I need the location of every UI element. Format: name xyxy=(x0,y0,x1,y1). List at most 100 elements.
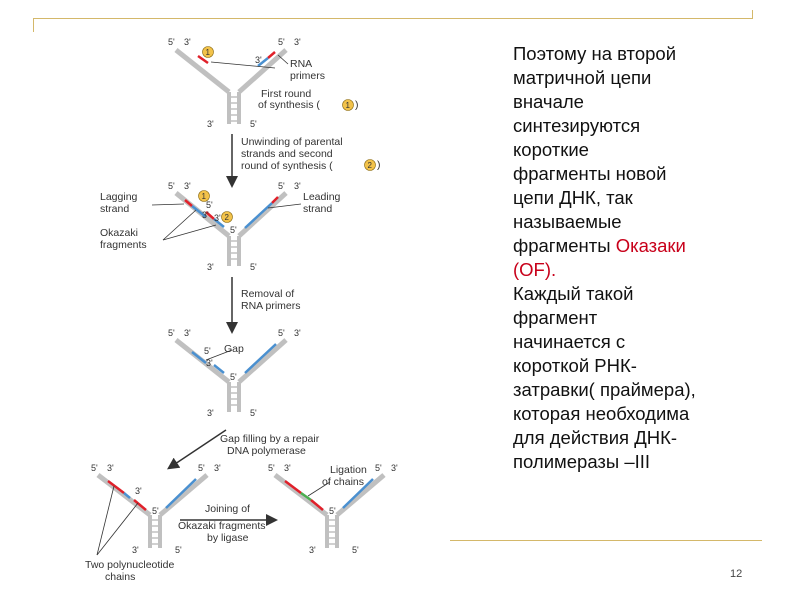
pointer xyxy=(307,481,331,497)
gap-label: Gap xyxy=(224,343,244,355)
parent-strand-left xyxy=(96,473,152,517)
parent-strand-right xyxy=(335,473,386,517)
two-chains-label: chains xyxy=(105,571,135,583)
unwinding-label: strands and second xyxy=(241,148,333,160)
new-dna-right xyxy=(257,57,269,67)
text-line: матричной цепи xyxy=(513,67,652,88)
end-label: 3' xyxy=(184,37,191,47)
end-label: 3' xyxy=(214,213,221,223)
end-label: 3' xyxy=(202,210,209,220)
parent-strand-left xyxy=(273,473,329,517)
end-label: 5' xyxy=(268,463,275,473)
pointer xyxy=(162,224,217,241)
ligated-segment xyxy=(300,491,312,502)
end-label: 5' xyxy=(278,328,285,338)
unwinding-label: Unwinding of parental xyxy=(241,136,343,148)
pointer xyxy=(162,209,197,241)
text-line: вначале xyxy=(513,91,584,112)
text-line: короткие xyxy=(513,139,589,160)
text-line: Каждый такой xyxy=(513,283,634,304)
end-label: 5' xyxy=(175,545,182,555)
parent-strand-right xyxy=(158,473,209,517)
okazaki-dna xyxy=(191,351,207,364)
step-badge xyxy=(342,99,354,111)
end-label: 3' xyxy=(294,37,301,47)
rna-primer xyxy=(184,199,193,207)
parent-strand-right xyxy=(237,191,288,238)
leading-dna xyxy=(244,202,273,229)
stage-1-fork: 1 5' 3' 5' 3' 3' 3' 5' RNA primers First… xyxy=(168,37,359,129)
end-label: 5' xyxy=(375,463,382,473)
leading-dna xyxy=(342,478,374,509)
end-label: 5' xyxy=(250,119,257,129)
okazaki-dna xyxy=(123,492,131,499)
step-badge xyxy=(364,159,376,171)
okazaki-dna xyxy=(213,218,225,228)
text-line: для действия ДНК- xyxy=(513,427,678,448)
unwinding-label: round of synthesis ( xyxy=(241,160,333,172)
red-fragment xyxy=(310,499,324,511)
process-arrow xyxy=(167,429,227,470)
end-label: 5' xyxy=(206,200,213,210)
paren: ) xyxy=(355,99,359,111)
text-line: Поэтому на второй xyxy=(513,43,677,64)
end-label: 3' xyxy=(294,181,301,191)
okazaki-label: Okazaki xyxy=(100,227,138,239)
page-number: 12 xyxy=(730,568,743,580)
end-label: 5' xyxy=(168,181,175,191)
text-line: которая необходима xyxy=(513,403,690,424)
text-line: фрагменты Оказаки xyxy=(513,234,745,258)
pointer xyxy=(205,349,233,361)
pointer-primer-left xyxy=(210,61,276,69)
rna-primer-right xyxy=(267,51,276,59)
base-pairs xyxy=(150,519,160,545)
pointer-primer-right xyxy=(277,54,289,65)
end-label: 3' xyxy=(309,545,316,555)
step-badge xyxy=(198,190,210,202)
leading-strand-label: Leading xyxy=(303,191,341,203)
red-fragment xyxy=(133,499,147,511)
stage-2-fork: 1 2 5' 3' 5' 3' 5' 3' 3' 5' 3' 5' Laggin… xyxy=(100,181,341,272)
explanation-text: Поэтому на второй матричной цепи вначале… xyxy=(513,42,745,474)
text-line: цепи ДНК, так xyxy=(513,187,633,208)
stage-4a-fork: 5' 3' 5' 3' 3' 5' 3' 5' xyxy=(91,463,221,555)
leading-strand-label: strand xyxy=(303,203,332,215)
stage-3-fork: Gap 5' 3' 5' 3' 5' 3' 5' 3' 5' xyxy=(168,328,301,418)
joining-label: Joining of xyxy=(205,503,250,515)
badge-number: 1 xyxy=(346,101,351,110)
end-label: 3' xyxy=(284,463,291,473)
end-label: 5' xyxy=(250,408,257,418)
pointer xyxy=(96,502,139,556)
badge-number: 1 xyxy=(202,192,207,201)
pointer xyxy=(151,203,185,206)
text-line: фрагменты новой xyxy=(513,163,667,184)
of-abbreviation: (OF). xyxy=(513,259,557,280)
end-label: 3' xyxy=(184,328,191,338)
base-pairs xyxy=(229,240,239,260)
frame-bottom-rule xyxy=(450,540,762,541)
stage-4b-fork: Ligation of chains 5' 3' 5' 3' 5' 3' 5' xyxy=(268,463,398,555)
leading-dna xyxy=(165,478,197,509)
two-chains-label: Two polynucleotide xyxy=(85,559,174,571)
gap-filling-label: DNA polymerase xyxy=(227,445,306,457)
removal-label: RNA primers xyxy=(241,300,301,312)
rna-primers-label: RNA xyxy=(290,58,312,70)
end-label: 5' xyxy=(168,328,175,338)
first-round-label: of synthesis ( xyxy=(258,99,320,111)
end-label: 5' xyxy=(198,463,205,473)
text-line: затравки( праймера), xyxy=(513,379,696,400)
step-badge xyxy=(221,211,233,223)
lagging-strand-label: strand xyxy=(100,203,129,215)
paragraph-1: Поэтому на второй матричной цепи вначале… xyxy=(513,42,745,282)
badge-number: 1 xyxy=(206,48,211,57)
end-label: 3' xyxy=(214,463,221,473)
badge-number: 2 xyxy=(225,213,230,222)
okazaki-dna xyxy=(191,205,207,218)
ligation-label: of chains xyxy=(322,476,364,488)
end-label: 3' xyxy=(135,486,142,496)
rna-primers-label: primers xyxy=(290,70,325,82)
text-line: синтезируются xyxy=(513,115,641,136)
gap-filling-label: Gap filling by a repair xyxy=(220,433,320,445)
text-line: фрагмент xyxy=(513,307,598,328)
